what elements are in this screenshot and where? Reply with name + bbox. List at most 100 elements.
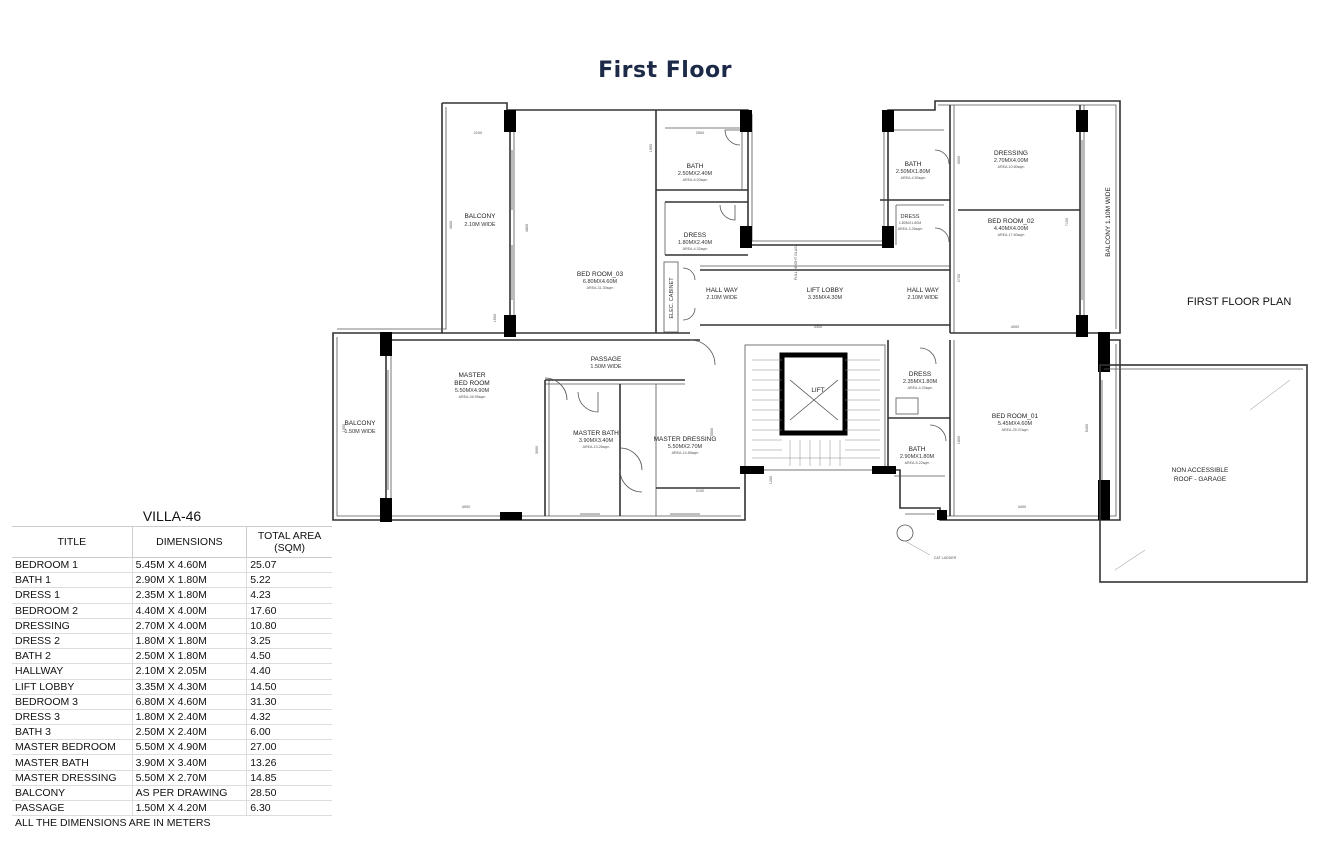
svg-text:2.70MX4.00M: 2.70MX4.00M xyxy=(994,158,1029,164)
svg-text:1900: 1900 xyxy=(649,144,653,152)
interior-walls xyxy=(385,105,1101,520)
cell-area: 28.50 xyxy=(246,785,332,802)
svg-text:AREA-14.85sqm: AREA-14.85sqm xyxy=(672,451,699,455)
doors xyxy=(544,129,950,493)
cell-dims: 2.10M X 2.05M xyxy=(131,663,247,680)
svg-text:1.80MX2.40M: 1.80MX2.40M xyxy=(678,240,713,246)
svg-text:AREA-4.23sqm: AREA-4.23sqm xyxy=(908,386,933,390)
label-balcony-right: BALCONY 1.10M WIDE xyxy=(1105,187,1112,257)
label-bedroom-2: BED ROOM_02 xyxy=(988,218,1035,225)
cell-title: PASSAGE xyxy=(12,800,133,817)
cell-area: 4.23 xyxy=(246,587,332,604)
cell-dims: 2.90M X 1.80M xyxy=(131,572,247,589)
cell-dims: 1.80M X 2.40M xyxy=(131,709,247,726)
cell-area: 25.07 xyxy=(246,557,332,574)
label-balcony-top: BALCONY xyxy=(464,213,496,220)
svg-text:1.50M WIDE: 1.50M WIDE xyxy=(344,429,376,435)
svg-text:1800: 1800 xyxy=(957,436,961,444)
svg-text:1050: 1050 xyxy=(342,424,346,432)
svg-text:2100: 2100 xyxy=(474,131,482,135)
cell-area: 4.32 xyxy=(246,709,332,726)
svg-text:AREA-4.50sqm: AREA-4.50sqm xyxy=(901,176,926,180)
schedule-note: ALL THE DIMENSIONS ARE IN METERS xyxy=(15,817,211,830)
svg-text:4000: 4000 xyxy=(1011,325,1019,329)
svg-text:AREA-6.00sqm: AREA-6.00sqm xyxy=(683,178,708,182)
cell-area: 27.00 xyxy=(246,739,332,756)
svg-text:4900: 4900 xyxy=(462,505,470,509)
svg-text:5.50MX4.90M: 5.50MX4.90M xyxy=(455,388,490,394)
cell-area: 17.60 xyxy=(246,603,332,619)
label-bedroom-1: BED ROOM_01 xyxy=(992,413,1039,420)
label-master-bath: MASTER BATH xyxy=(573,430,619,437)
label-roof-garage: NON ACCESSIBLE xyxy=(1172,467,1229,474)
cell-title: BALCONY xyxy=(12,785,133,802)
cell-dims: 2.70M X 4.00M xyxy=(131,618,247,634)
roof-garage xyxy=(896,364,1308,583)
svg-text:2.10M WIDE: 2.10M WIDE xyxy=(706,295,738,301)
svg-text:AREA-4.32sqm: AREA-4.32sqm xyxy=(683,247,708,251)
cell-dims: 4.40M X 4.00M xyxy=(131,603,247,619)
svg-text:AREA-3.25sqm: AREA-3.25sqm xyxy=(898,227,923,231)
cell-area: 6.30 xyxy=(246,800,332,817)
svg-text:1.50M WIDE: 1.50M WIDE xyxy=(590,364,622,370)
cell-title: BATH 1 xyxy=(12,572,133,589)
svg-text:5.45MX4.60M: 5.45MX4.60M xyxy=(998,421,1033,427)
svg-text:4600: 4600 xyxy=(449,221,453,229)
schedule-header-row: TITLE DIMENSIONS TOTAL AREA (SQM) xyxy=(12,527,332,558)
cell-title: MASTER DRESSING xyxy=(12,770,133,786)
label-hallway-right: HALL WAY xyxy=(907,287,940,294)
cell-title: BEDROOM 1 xyxy=(12,557,133,574)
label-cat-ladder: CAT LADDER xyxy=(934,556,957,560)
svg-text:AREA-5.22sqm: AREA-5.22sqm xyxy=(905,461,930,465)
label-dressing: DRESSING xyxy=(994,150,1028,157)
label-passage: PASSAGE xyxy=(591,356,622,363)
cell-area: 6.00 xyxy=(246,724,332,741)
header-total-area: TOTAL AREA (SQM) xyxy=(246,527,332,558)
svg-text:4300: 4300 xyxy=(814,325,822,329)
label-lift-lobby: LIFT LOBBY xyxy=(807,287,844,294)
svg-text:BED ROOM: BED ROOM xyxy=(454,380,489,387)
label-bath-3: BATH xyxy=(687,163,704,170)
cell-dims: 5.45M X 4.60M xyxy=(131,557,247,574)
label-dress-2: DRESS xyxy=(901,214,920,220)
label-hallway-left: HALL WAY xyxy=(706,287,739,294)
cell-dims: 1.50M X 4.20M xyxy=(131,800,247,817)
header-dimensions: DIMENSIONS xyxy=(131,527,247,558)
svg-text:3.90MX3.40M: 3.90MX3.40M xyxy=(579,438,614,444)
cell-dims: AS PER DRAWING xyxy=(131,785,247,802)
label-full-height-glass: FULL HEIGHT GLASS xyxy=(794,243,798,280)
label-dress-1: DRESS xyxy=(909,371,932,378)
label-master-dressing: MASTER DRESSING xyxy=(654,436,717,443)
svg-text:5.50MX2.70M: 5.50MX2.70M xyxy=(668,444,703,450)
cell-dims: 2.50M X 2.40M xyxy=(131,724,247,741)
cell-dims: 5.50M X 4.90M xyxy=(131,739,247,756)
svg-text:7100: 7100 xyxy=(1065,218,1069,226)
svg-text:2700: 2700 xyxy=(957,274,961,282)
svg-text:4400: 4400 xyxy=(1018,505,1026,509)
dimension-strings: 4600 2100 4800 1500 2500 1900 3000 4000 … xyxy=(342,131,1089,509)
structural-columns xyxy=(380,110,1110,522)
svg-text:5400: 5400 xyxy=(1085,424,1089,432)
svg-text:2.50MX1.80M: 2.50MX1.80M xyxy=(896,169,931,175)
svg-text:2.35MX1.80M: 2.35MX1.80M xyxy=(903,379,938,385)
label-bath-1: BATH xyxy=(909,446,926,453)
label-balcony-left: BALCONY xyxy=(344,420,376,427)
svg-text:4.40MX4.00M: 4.40MX4.00M xyxy=(994,226,1029,232)
cell-title: MASTER BATH xyxy=(12,754,133,771)
schedule-table: TITLE DIMENSIONS TOTAL AREA (SQM) BEDROO… xyxy=(12,527,332,817)
cell-title: BEDROOM 2 xyxy=(12,603,133,619)
cell-area: 3.25 xyxy=(246,633,332,650)
svg-text:AREA-10.80sqm: AREA-10.80sqm xyxy=(998,165,1025,169)
cell-dims: 1.80M X 1.80M xyxy=(131,633,247,650)
cell-dims: 5.50M X 2.70M xyxy=(131,770,247,786)
